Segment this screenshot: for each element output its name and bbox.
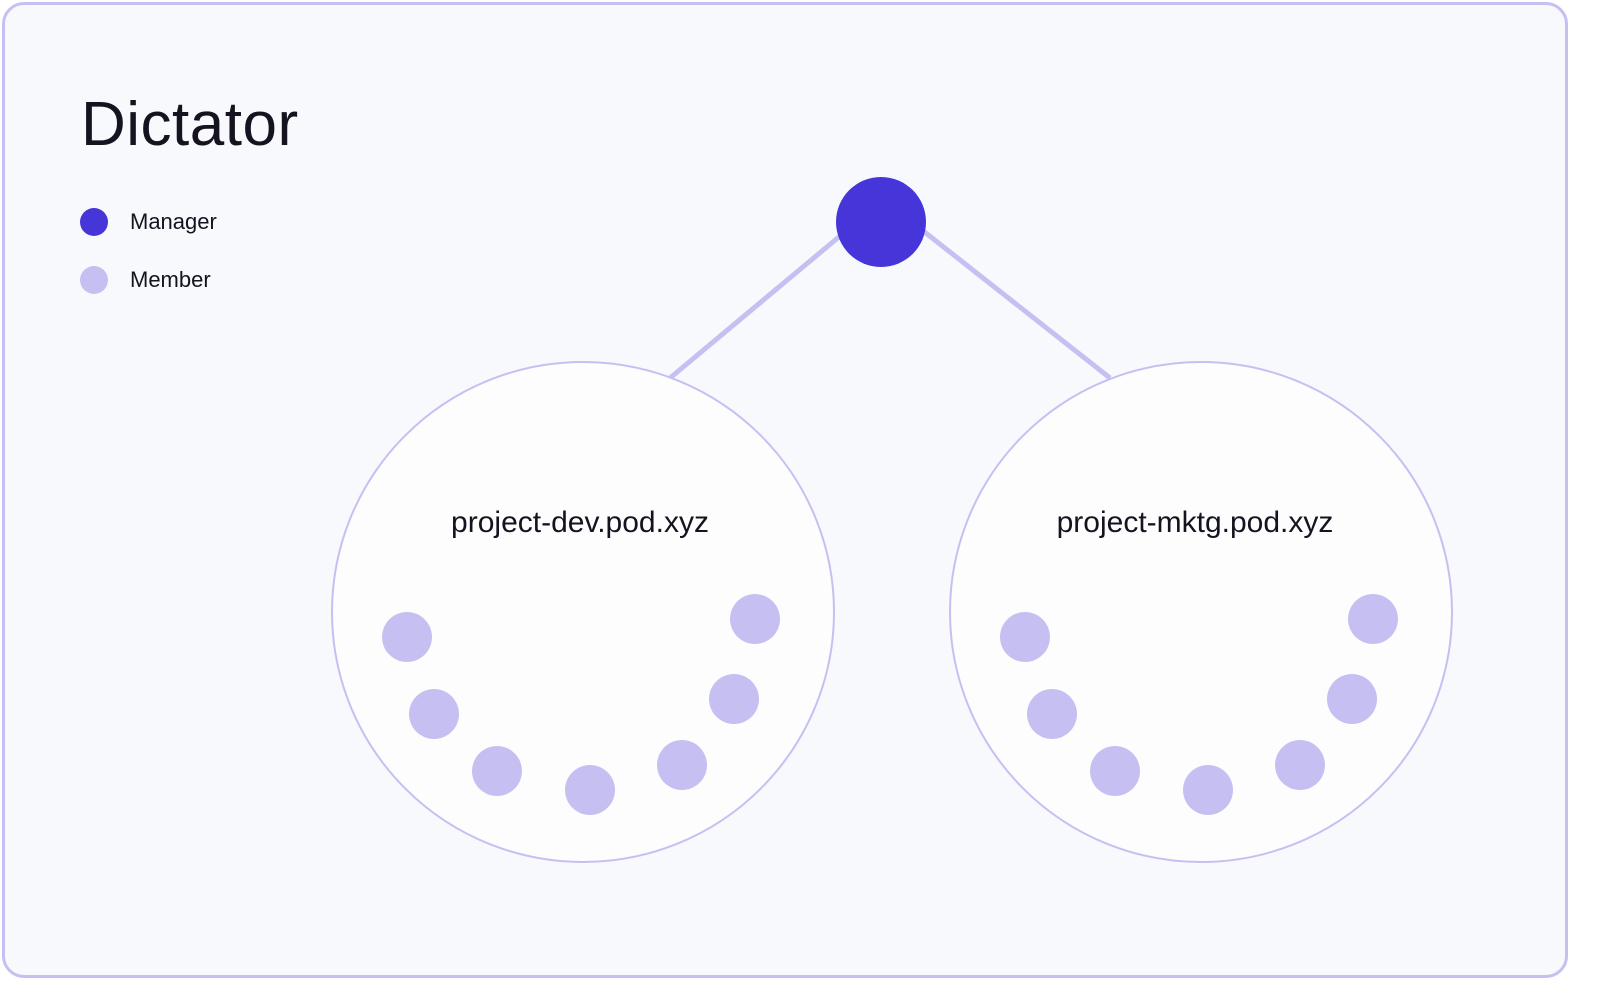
member-node-mktg-5 bbox=[1275, 740, 1325, 790]
pod-dev-members bbox=[382, 594, 780, 815]
manager-legend-dot-icon bbox=[80, 208, 108, 236]
member-node-dev-1 bbox=[382, 612, 432, 662]
member-node-dev-4 bbox=[565, 765, 615, 815]
page-title: Dictator bbox=[81, 90, 299, 159]
edge-manager-to-dev-pod bbox=[668, 234, 842, 380]
pod-dev-label: project-dev.pod.xyz bbox=[451, 506, 709, 539]
pod-mktg: project-mktg.pod.xyz bbox=[949, 361, 1453, 863]
member-node-mktg-3 bbox=[1090, 746, 1140, 796]
member-node-mktg-2 bbox=[1027, 689, 1077, 739]
legend-label-manager: Manager bbox=[130, 209, 217, 234]
pod-mktg-circle bbox=[949, 361, 1453, 863]
pod-dev: project-dev.pod.xyz bbox=[331, 361, 835, 863]
member-node-mktg-1 bbox=[1000, 612, 1050, 662]
member-node-dev-6 bbox=[709, 674, 759, 724]
legend-item-manager: Manager bbox=[80, 207, 217, 237]
member-node-mktg-6 bbox=[1327, 674, 1377, 724]
legend-item-member: Member bbox=[80, 265, 211, 295]
pod-dev-circle bbox=[331, 361, 835, 863]
member-node-dev-5 bbox=[657, 740, 707, 790]
member-node-dev-3 bbox=[472, 746, 522, 796]
pod-mktg-members bbox=[1000, 594, 1398, 815]
member-legend-dot-icon bbox=[80, 266, 108, 294]
member-node-dev-7 bbox=[730, 594, 780, 644]
member-node-dev-2 bbox=[409, 689, 459, 739]
member-node-mktg-7 bbox=[1348, 594, 1398, 644]
edge-manager-to-mktg-pod bbox=[920, 228, 1112, 380]
member-node-mktg-4 bbox=[1183, 765, 1233, 815]
pod-mktg-label: project-mktg.pod.xyz bbox=[1057, 506, 1334, 539]
manager-node bbox=[836, 177, 926, 267]
legend-label-member: Member bbox=[130, 267, 211, 292]
